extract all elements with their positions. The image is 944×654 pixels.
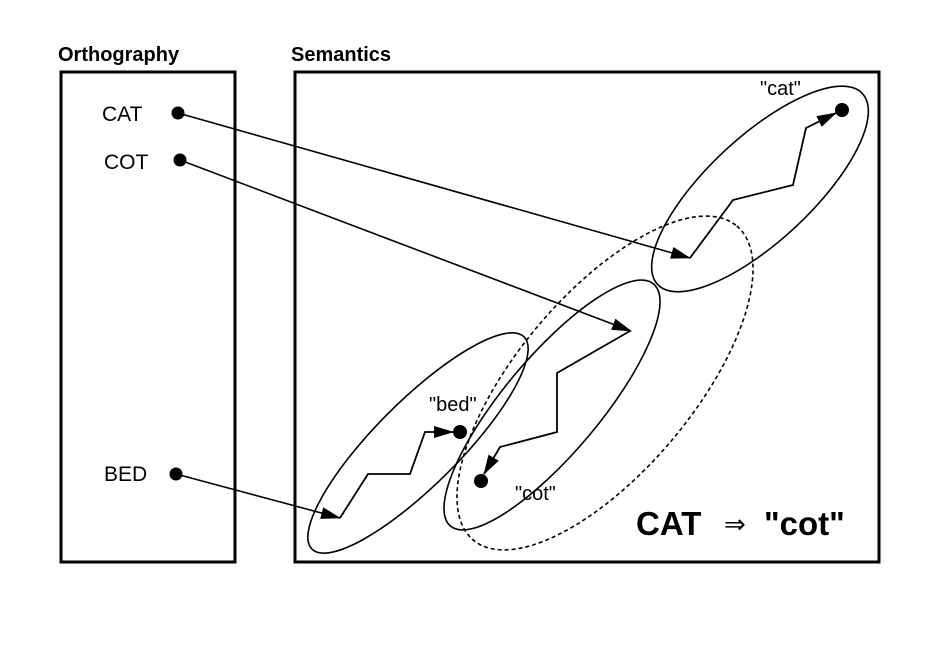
cot-attractor-dot (474, 474, 488, 488)
caption-target: "cot" (764, 505, 845, 542)
combined-basin-dashed-ellipse (456, 215, 754, 551)
bed-meaning-label: "bed" (429, 394, 477, 416)
cot-mapping-arrow (179, 159, 632, 332)
word-cat-label: CAT (102, 103, 143, 126)
cot-meaning-label: "cot" (515, 483, 556, 505)
caption-implies-symbol: ⇒ (724, 510, 746, 540)
word-bed-label: BED (104, 463, 147, 486)
cot-basin-ellipse (443, 279, 661, 531)
bed-mapping-arrow (175, 473, 341, 519)
word-cot-label: COT (104, 151, 149, 174)
cot-trajectory (483, 330, 631, 475)
cat-trajectory (689, 112, 837, 259)
cat-attractor-dot (835, 103, 849, 117)
caption-source: CAT (636, 505, 701, 542)
semantics-panel (293, 70, 881, 564)
bed-attractor-dot (453, 425, 467, 439)
cat-mapping-arrow (177, 112, 691, 259)
bed-basin-ellipse (307, 332, 529, 554)
cat-basin-ellipse (650, 85, 870, 293)
bed-trajectory (339, 426, 454, 519)
cat-meaning-label: "cat" (760, 78, 801, 100)
orthography-panel (59, 70, 237, 564)
semantics-title: Semantics (291, 44, 391, 66)
orthography-title: Orthography (58, 44, 180, 66)
